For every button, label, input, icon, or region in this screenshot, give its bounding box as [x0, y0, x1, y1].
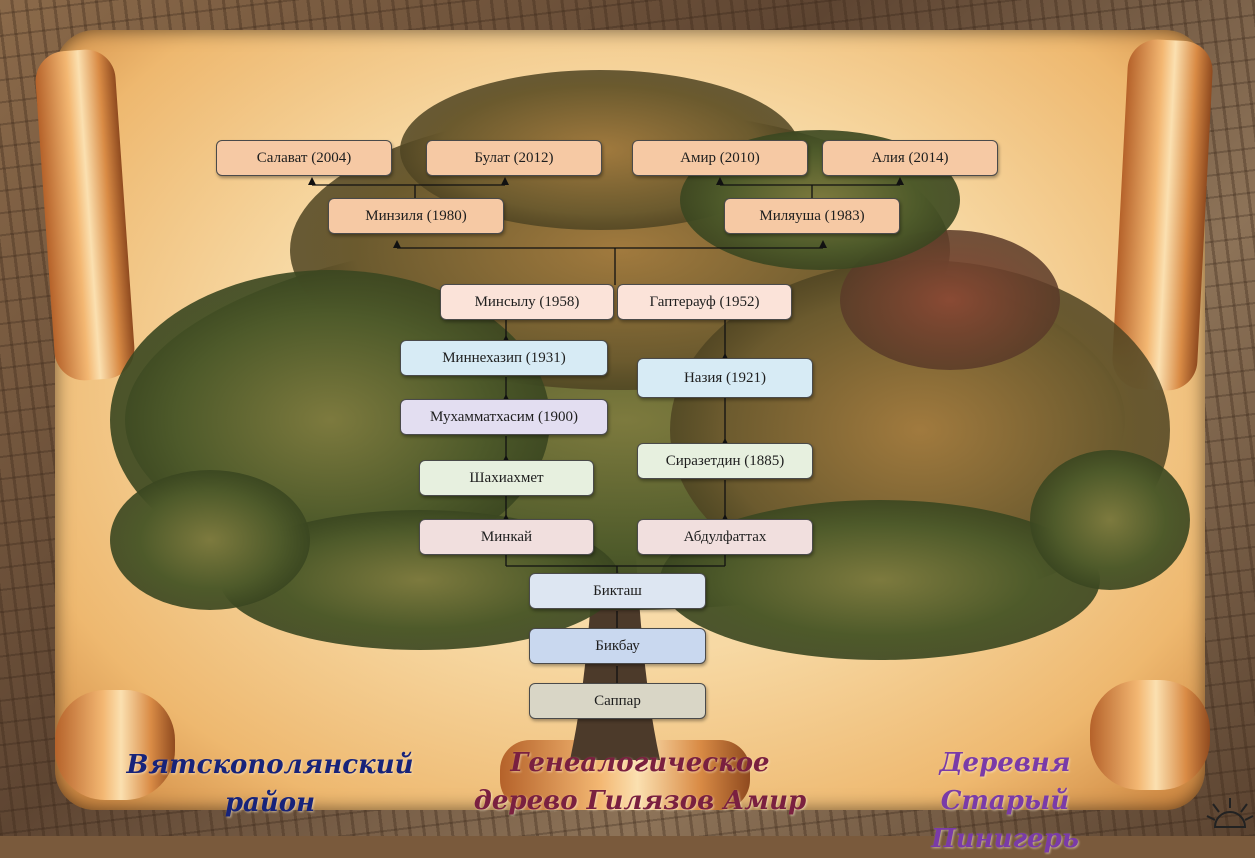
village-caption: Деревня Старый Пинигерь: [931, 748, 1079, 854]
scroll-curl-bottom-right: [1090, 680, 1210, 790]
person-node-abdulfattah[interactable]: Абдулфаттах: [637, 519, 813, 555]
person-node-biktash[interactable]: Бикташ: [529, 573, 706, 609]
person-node-minzilya[interactable]: Минзиля (1980): [328, 198, 504, 234]
person-node-naziya[interactable]: Назия (1921): [637, 358, 813, 398]
person-node-salavat[interactable]: Салават (2004): [216, 140, 392, 176]
tree-title: Генеалогическое дерево Гилязов Амир: [473, 748, 807, 816]
person-node-shahiahmet[interactable]: Шахиахмет: [419, 460, 594, 496]
person-node-minnehazip[interactable]: Миннехазип (1931): [400, 340, 608, 376]
scroll-curl-bottom-left: [55, 690, 175, 800]
person-node-sappar[interactable]: Саппар: [529, 683, 706, 719]
tree-connector-lines: [308, 177, 904, 683]
person-node-minkay[interactable]: Минкай: [419, 519, 594, 555]
district-caption: Вятскополянский район: [126, 750, 414, 818]
person-node-aliya[interactable]: Алия (2014): [822, 140, 998, 176]
person-node-amir[interactable]: Амир (2010): [632, 140, 808, 176]
sun-logo-icon: [1206, 798, 1254, 828]
person-node-milyausha[interactable]: Миляуша (1983): [724, 198, 900, 234]
person-node-minsylu[interactable]: Минсылу (1958): [440, 284, 614, 320]
person-node-gapterauf[interactable]: Гаптерауф (1952): [617, 284, 792, 320]
person-node-sirazetdin[interactable]: Сиразетдин (1885): [637, 443, 813, 479]
person-node-bulat[interactable]: Булат (2012): [426, 140, 602, 176]
person-node-bikbau[interactable]: Бикбау: [529, 628, 706, 664]
person-node-muhammathasim[interactable]: Мухамматхасим (1900): [400, 399, 608, 435]
